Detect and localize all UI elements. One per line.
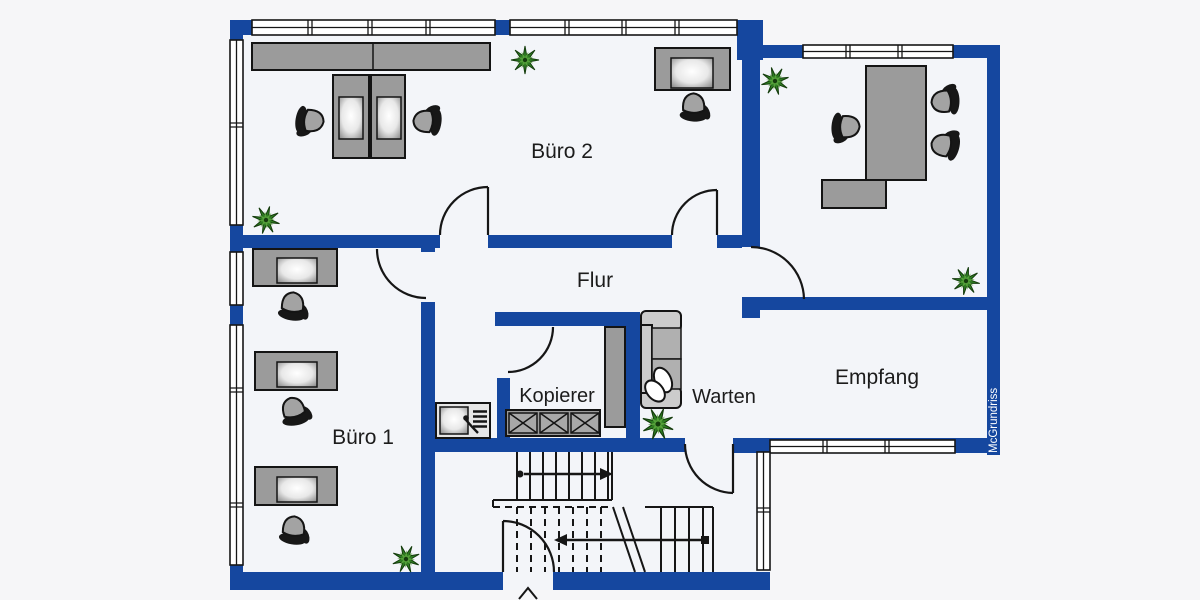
room-label-warten: Warten <box>692 386 756 408</box>
staircase <box>492 452 714 600</box>
window-top-2 <box>509 19 738 36</box>
sofa-pillow <box>644 379 666 403</box>
room-labels: Büro 2 Flur Büro 1 Kopierer Warten Empfa… <box>332 140 919 449</box>
wall-buero2-south-east <box>717 235 742 248</box>
door-buero2-east <box>670 188 719 236</box>
faucet-icon <box>465 419 479 434</box>
wall-buero2-south-mid <box>488 235 672 248</box>
stair-hall-floor <box>435 438 770 590</box>
wall-buero2-south-west <box>230 235 440 248</box>
door-buero1 <box>375 248 427 300</box>
kitchenette-sink <box>435 402 491 439</box>
door-office-right <box>750 245 806 300</box>
monitor-icon <box>276 257 318 284</box>
room-label-buero2: Büro 2 <box>531 140 593 163</box>
monitor-icon <box>670 57 714 89</box>
room-label-empfang: Empfang <box>835 366 919 389</box>
warten-sofa <box>640 310 682 409</box>
wall-buero2-east <box>742 35 760 247</box>
desk-return <box>821 179 887 209</box>
door-entrance <box>501 519 556 573</box>
monitor-icon <box>276 361 318 388</box>
window-left-buero1-upper <box>229 251 244 306</box>
door-kopierer <box>507 326 555 374</box>
stairs-landing-edge <box>492 499 612 507</box>
plant-icon <box>510 45 540 75</box>
stairs-up-arrow-head <box>600 468 613 480</box>
room-label-buero1: Büro 1 <box>332 426 394 449</box>
copier-x-marks <box>508 412 600 434</box>
room-label-kopierer: Kopierer <box>519 385 595 407</box>
wall-bottom-east <box>553 572 770 590</box>
window-empfang-bottom <box>769 439 956 454</box>
desk <box>865 65 927 181</box>
kopierer-furniture <box>435 326 626 439</box>
watermark-text: McGrundriss <box>988 388 1000 453</box>
door-buero2-west <box>438 185 490 236</box>
wall-bottom-west <box>230 572 503 590</box>
wall-kopierer-north <box>495 312 640 326</box>
wall-stairhall-north <box>421 438 685 452</box>
window-left-buero1-lower <box>229 324 244 566</box>
window-left-buero2 <box>229 39 244 226</box>
wall-stub-flur-east <box>742 297 760 318</box>
monitor-icon <box>276 476 318 503</box>
stairs-down-arrow-start <box>701 536 709 544</box>
windows <box>229 19 956 571</box>
monitor-icon <box>338 96 364 140</box>
wall-empfang-north <box>756 297 987 310</box>
window-top-1 <box>251 19 496 36</box>
sideboard <box>251 42 491 71</box>
wall-buero1-east-stub <box>421 240 435 252</box>
right-office-furniture <box>821 65 965 209</box>
buero2-furniture <box>251 42 731 159</box>
window-right-block-top <box>802 44 954 59</box>
sofa-cushion <box>651 327 682 360</box>
buero1-furniture <box>252 248 338 549</box>
cabinet <box>604 326 626 428</box>
stairs-down-arrow-head <box>554 534 567 546</box>
entrance-arrow-icon <box>518 586 538 600</box>
wall-right <box>987 45 1000 455</box>
door-warten-stairs <box>683 443 735 495</box>
monitor-icon <box>376 96 402 140</box>
doors <box>375 185 806 573</box>
room-label-flur: Flur <box>577 269 613 292</box>
stairs-up-arrow-start <box>516 470 524 478</box>
wall-kopierer-east <box>626 312 640 438</box>
window-stairhall-right <box>756 451 771 571</box>
faucet-icon <box>463 415 469 421</box>
